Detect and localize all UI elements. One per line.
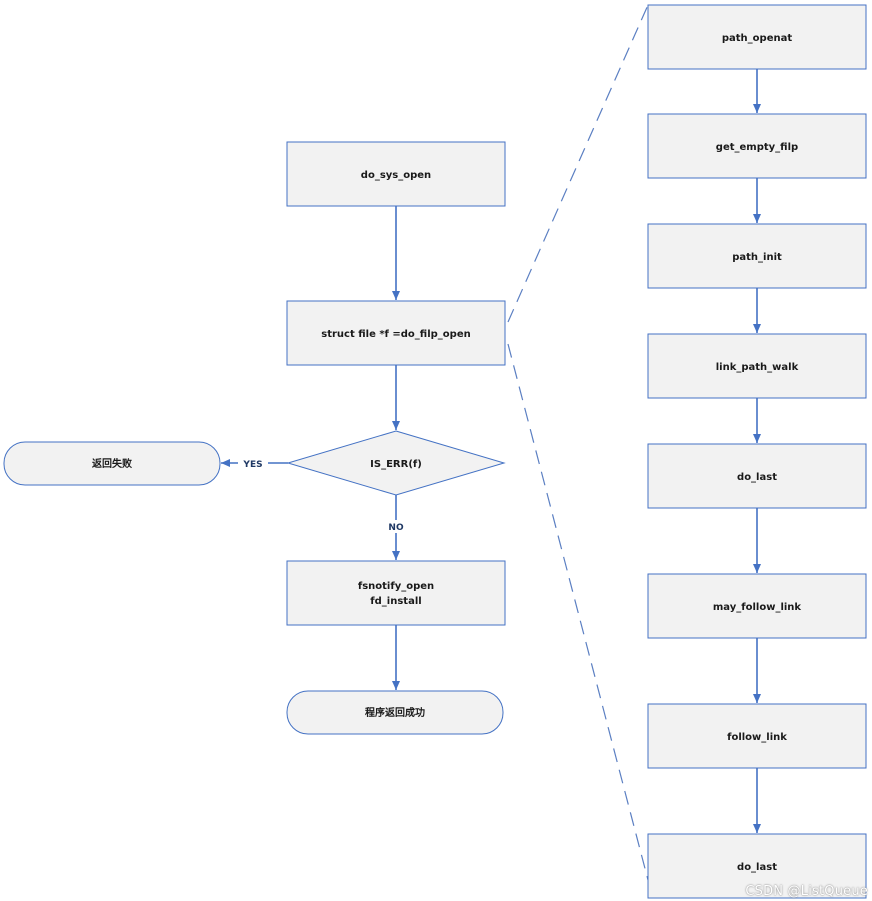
node-do-filp-open: struct file *f =do_filp_open [286, 300, 506, 366]
node-path-init: path_init [647, 223, 867, 289]
node-path-openat-label: path_openat [722, 33, 792, 44]
node-fsnotify-fd-install: fsnotify_open fd_install [286, 560, 506, 626]
node-fsnotify-label: fsnotify_open [358, 581, 434, 592]
node-may-follow-link: may_follow_link [647, 573, 867, 639]
terminal-success: 程序返回成功 [286, 690, 504, 735]
csdn-watermark: CSDN @ListQueue [745, 884, 868, 899]
node-follow-link: follow_link [647, 703, 867, 769]
zoom-dashed-line-bottom [507, 343, 649, 881]
node-follow-link-label: follow_link [727, 732, 787, 743]
decision-is-err-label: IS_ERR(f) [370, 459, 422, 470]
terminal-fail-label: 返回失败 [92, 457, 132, 470]
node-link-path-walk-label: link_path_walk [716, 362, 799, 373]
node-do-last-1: do_last [647, 443, 867, 509]
edge-label-no: NO [388, 523, 404, 533]
node-do-sys-open: do_sys_open [286, 141, 506, 207]
node-do-filp-open-label: struct file *f =do_filp_open [321, 329, 470, 340]
decision-is-err: IS_ERR(f) [286, 430, 506, 496]
node-link-path-walk: link_path_walk [647, 333, 867, 399]
zoom-dashed-line-top [507, 4, 649, 323]
node-do-last-2: do_last [647, 833, 867, 899]
terminal-success-label: 程序返回成功 [365, 706, 425, 719]
node-path-openat: path_openat [647, 4, 867, 70]
node-do-last-2-label: do_last [737, 862, 777, 873]
edge-label-yes: YES [242, 460, 262, 470]
node-do-sys-open-label: do_sys_open [361, 170, 431, 181]
node-may-follow-link-label: may_follow_link [713, 602, 802, 613]
node-get-empty-filp: get_empty_filp [647, 113, 867, 179]
node-path-init-label: path_init [732, 252, 782, 263]
node-fd-install-label: fd_install [370, 596, 421, 607]
node-get-empty-filp-label: get_empty_filp [716, 142, 798, 153]
node-do-last-1-label: do_last [737, 472, 777, 483]
terminal-fail: 返回失败 [3, 441, 221, 486]
